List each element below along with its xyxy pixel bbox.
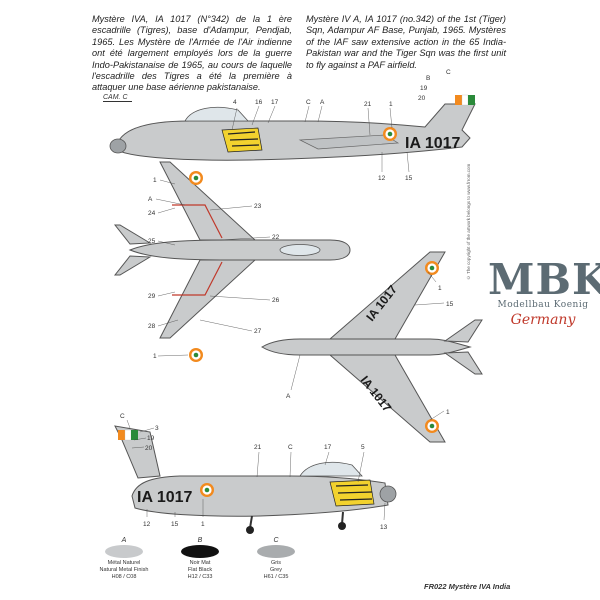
callout: 17	[324, 444, 332, 451]
callout: 29	[148, 293, 156, 300]
french-description: Mystère IVA, IA 1017 (N°342) de la 1 ère…	[92, 14, 292, 93]
brand-block: MBK Modellbau Koenig Germany	[488, 255, 600, 329]
paint-code: H12 / C33	[187, 574, 213, 580]
callout: 16	[255, 99, 263, 106]
paint-name-fr: Gris	[270, 560, 282, 566]
callouts-bottom-side: C 3 19 20 21 C 17 5 12 15 1 13	[120, 413, 388, 531]
callout: 20	[145, 445, 153, 452]
callout: 1	[389, 101, 393, 108]
callout: 1	[438, 285, 442, 292]
callout: A	[286, 393, 291, 400]
paint-color	[181, 545, 219, 558]
callout: 13	[380, 524, 388, 531]
paint-color	[105, 545, 143, 558]
paint-code: H61 / C35	[263, 574, 289, 580]
callout: C	[120, 413, 125, 420]
brand-subtitle: Modellbau Koenig	[497, 300, 589, 310]
callout: C	[306, 99, 311, 106]
paint-letter: B	[197, 537, 203, 544]
callout: C	[288, 444, 293, 451]
paint-letter: A	[121, 537, 127, 544]
callout: 27	[254, 328, 262, 335]
callout: A	[320, 99, 325, 106]
callout: 19	[147, 435, 155, 442]
callout: 28	[148, 323, 156, 330]
callout: 24	[148, 210, 156, 217]
camouflage-label: CAM. C	[103, 94, 132, 102]
brand-country: Germany	[510, 312, 576, 328]
callout: 1	[446, 409, 450, 416]
plan-view-upper	[113, 161, 351, 362]
brand-logo: MBK	[488, 255, 600, 304]
side-profile-bottom: IA 1017	[114, 425, 397, 534]
callout: 21	[364, 101, 372, 108]
callout: 3	[155, 425, 159, 432]
callout: 15	[171, 521, 179, 528]
callout: C	[446, 69, 451, 76]
serial-bottom-side: IA 1017	[137, 489, 193, 506]
paint-name-fr: Métal Naturel	[107, 560, 141, 566]
paint-name-en: Grey	[270, 567, 282, 573]
paint-name-en: Natural Metal Finish	[99, 567, 149, 573]
callout: 21	[254, 444, 262, 451]
callout: 1	[201, 521, 205, 528]
footer-title: FR022 Mystère IVA India	[424, 582, 511, 591]
callouts-plan-upper: 1 A 24 23 25 22 29 26 28 27 1	[148, 177, 280, 360]
callout: 26	[272, 297, 280, 304]
callout: 22	[272, 234, 280, 241]
paint-swatch-b: B Noir Mat Flat Black H12 / C33	[160, 537, 240, 581]
paint-swatch-c: C Gris Grey H61 / C35	[236, 537, 316, 581]
paint-swatch-a: A Métal Naturel Natural Metal Finish H08…	[84, 537, 164, 581]
callout: B	[426, 75, 430, 82]
callout: 23	[254, 203, 262, 210]
paint-color	[257, 545, 295, 558]
callout: 1	[153, 177, 157, 184]
english-description: Mystère IV A, IA 1017 (no.342) of the 1s…	[306, 14, 506, 70]
paint-name-fr: Noir Mat	[189, 560, 211, 566]
callout: 1	[153, 353, 157, 360]
callout: 20	[418, 95, 426, 102]
callout: 5	[361, 444, 365, 451]
callout: 12	[143, 521, 151, 528]
callouts-plan-lower: 1 15 A 1	[286, 271, 454, 421]
paint-letter: C	[273, 537, 279, 544]
callout: 25	[148, 238, 156, 245]
callout: 17	[271, 99, 279, 106]
callout: 19	[420, 85, 428, 92]
callout: 15	[405, 175, 413, 182]
callout: A	[148, 196, 153, 203]
serial-top-side: IA 1017	[405, 135, 461, 152]
paint-name-en: Flat Black	[187, 567, 213, 573]
callouts-top-side: 4 16 17 C A 21 1 C B 19 20 12 15	[231, 69, 451, 182]
callout: 15	[446, 301, 454, 308]
callout: 12	[378, 175, 386, 182]
callout: 4	[233, 99, 237, 106]
side-profile-top: IA 1017	[109, 94, 476, 161]
paint-code: H08 / C08	[111, 574, 137, 580]
